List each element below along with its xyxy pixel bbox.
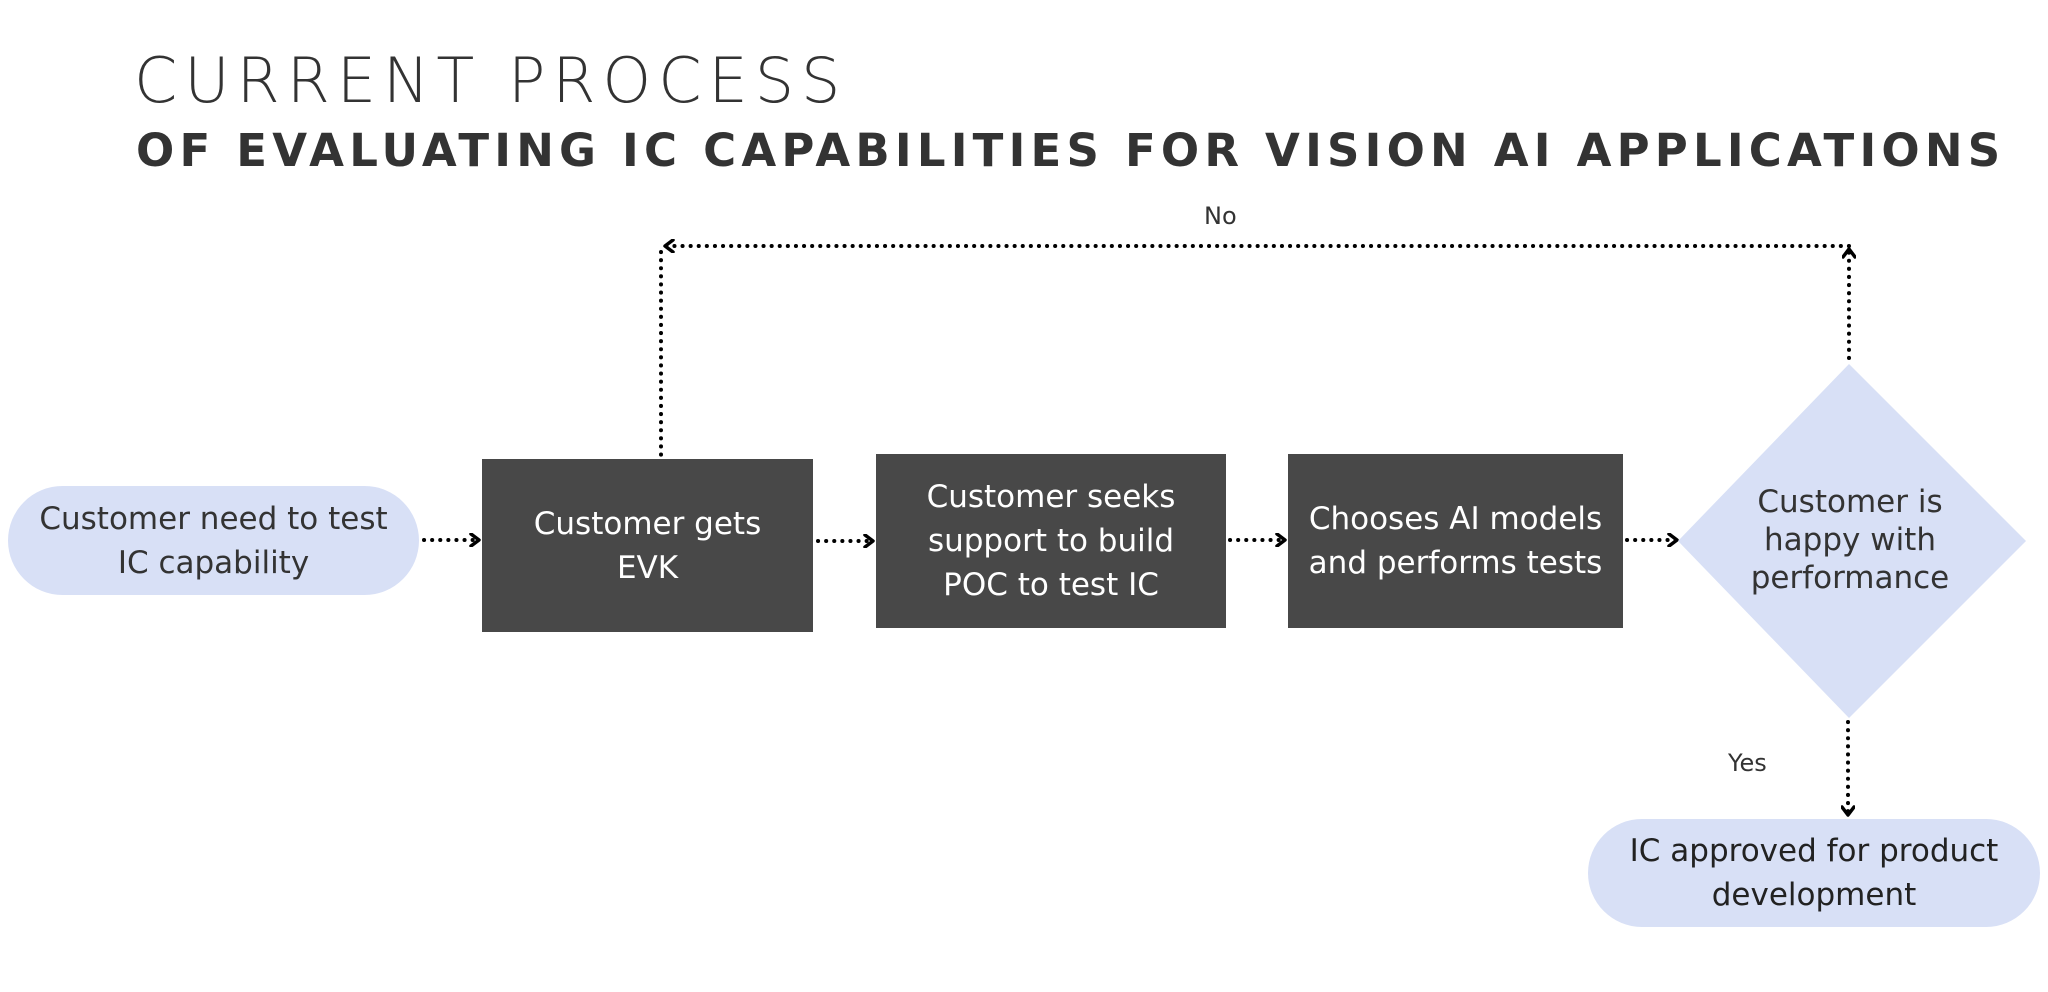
process-step-get-evk: Customer gets EVK xyxy=(482,459,813,632)
process-step-build-poc: Customer seeks support to build POC to t… xyxy=(876,454,1226,628)
start-node: Customer need to test IC capability xyxy=(8,486,419,595)
decision-diamond-shape xyxy=(1678,364,2026,718)
end-node-text: IC approved for product development xyxy=(1629,833,1999,913)
edge-label-yes: Yes xyxy=(1728,749,1767,777)
process-step-text: Chooses AI models and performs tests xyxy=(1308,501,1603,581)
decision-node xyxy=(1678,364,2026,718)
start-node-text: Customer need to test IC capability xyxy=(39,500,388,581)
end-node: IC approved for product development xyxy=(1588,819,2040,927)
page-title: CURRENT PROCESS xyxy=(134,44,848,117)
edge-label-no: No xyxy=(1204,202,1237,230)
process-step-perform-tests: Chooses AI models and performs tests xyxy=(1288,454,1623,628)
decision-node-text: Customer is happy with performance xyxy=(1750,484,1950,596)
process-step-text: Customer gets EVK xyxy=(533,505,762,586)
page-subtitle: OF EVALUATING IC CAPABILITIES FOR VISION… xyxy=(136,124,2006,177)
decision-node-text-wrap: Customer is happy with performance xyxy=(1720,470,1980,610)
process-step-text: Customer seeks support to build POC to t… xyxy=(926,479,1176,603)
